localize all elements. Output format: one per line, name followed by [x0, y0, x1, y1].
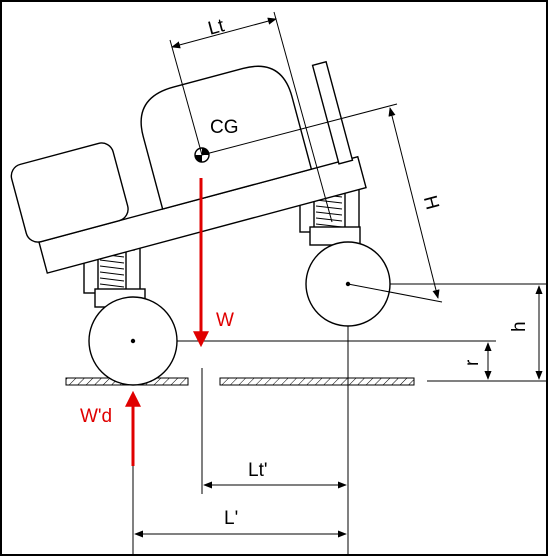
lt-label: Lt — [206, 15, 227, 40]
lt-prime-dimension: Lt' — [203, 460, 347, 489]
motor-housing — [140, 65, 313, 210]
rear-post — [311, 60, 354, 165]
r-label: r — [462, 359, 483, 366]
rear-axle — [130, 338, 136, 344]
ground-plate-right — [219, 377, 415, 386]
reaction-force: W'd — [80, 390, 141, 466]
cg-label: CG — [210, 117, 239, 138]
weight-label: W — [216, 310, 234, 331]
lt-dimension-line — [171, 17, 277, 49]
l-prime-label: L' — [224, 508, 238, 529]
cg-height-line — [201, 103, 398, 156]
rear-spring-icon — [99, 253, 125, 288]
lt-prime-label: Lt' — [248, 460, 267, 481]
weight-force: W — [193, 178, 234, 348]
h-upper-label: H — [419, 193, 443, 212]
h-lower-dimension: h — [509, 285, 543, 380]
battery-box — [10, 142, 129, 243]
r-dimension: r — [462, 342, 492, 380]
h-upper-dimension: H — [347, 107, 443, 303]
lt-extension-left — [169, 39, 203, 156]
l-prime-dimension: L' — [134, 508, 347, 538]
robot-chassis — [10, 60, 367, 274]
reaction-label: W'd — [80, 406, 112, 427]
h-lower-label: h — [509, 321, 530, 332]
h-dimension-line — [388, 107, 440, 299]
lt-dimension: Lt — [169, 11, 333, 223]
lt-extension-right — [273, 11, 333, 223]
